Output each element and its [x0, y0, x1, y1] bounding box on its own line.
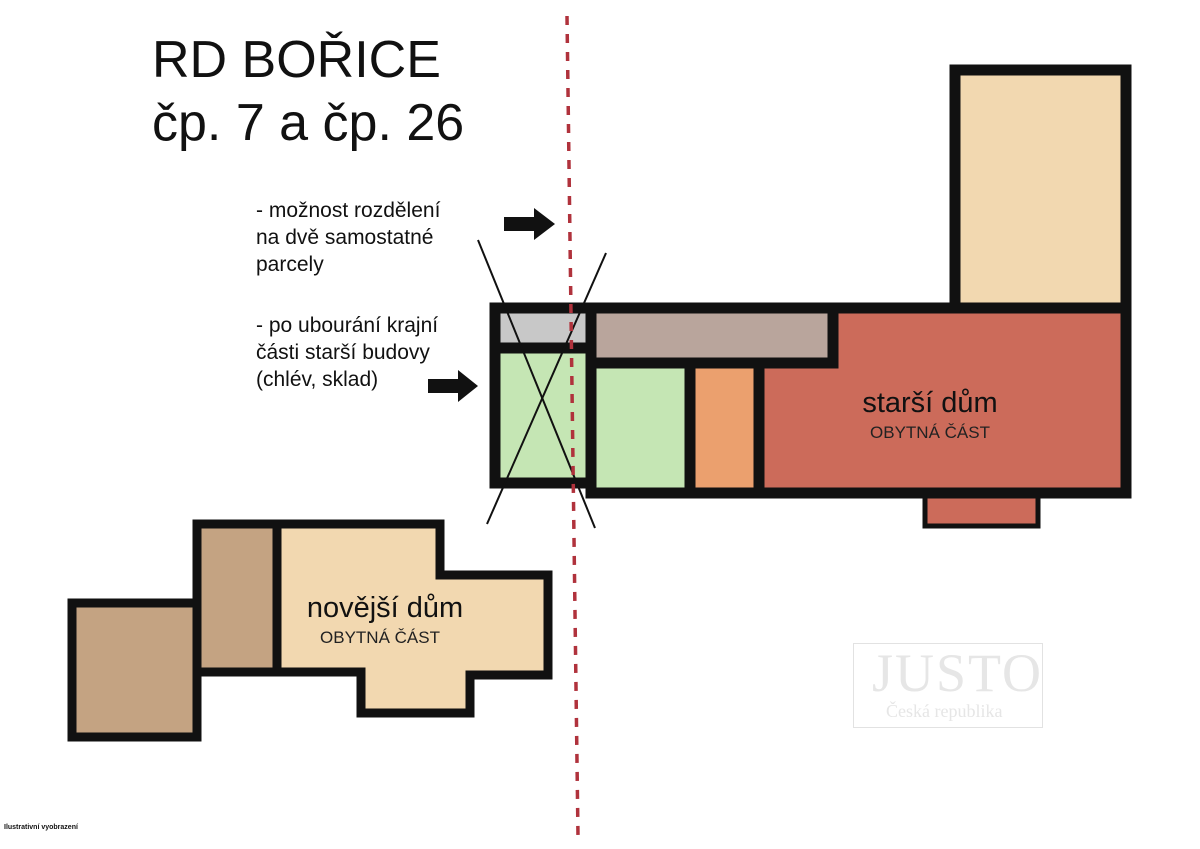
annotation-line: části starší budovy: [256, 341, 430, 364]
older-house-label: starší dům: [862, 387, 998, 419]
arrow-right-icon: [428, 370, 478, 402]
watermark-subtext: Česká republika: [886, 701, 1003, 721]
watermark-text: JUSTO: [872, 643, 1044, 703]
demolition-cross-line: [477, 239, 596, 529]
annotation-line: - možnost rozdělení: [256, 199, 441, 222]
page-subtitle: čp. 7 a čp. 26: [152, 94, 465, 152]
annotation-parcel-split: - možnost rozdělení na dvě samostatné pa…: [256, 197, 440, 278]
newer-house-sublabel: OBYTNÁ ČÁST: [320, 628, 440, 647]
older-house-sublabel: OBYTNÁ ČÁST: [870, 423, 990, 442]
mauve-corridor: [585, 302, 839, 369]
page-title: RD BOŘICE: [152, 31, 441, 89]
demolition-cross-line: [486, 252, 607, 525]
illustrative-footnote: Ilustrativní vyobrazení: [4, 824, 78, 831]
arrow-right-icon: [504, 208, 555, 240]
barn-storage-upper: [489, 302, 597, 354]
green-room: [585, 357, 696, 499]
entrance-porch: [922, 493, 1041, 529]
newer-house-outline: [192, 519, 553, 718]
annotation-line: (chlév, sklad): [256, 368, 379, 391]
annotation-line: parcely: [256, 253, 324, 276]
barn-storage-lower: [489, 342, 597, 489]
annotation-demolition: - po ubourání krajní části starší budovy…: [256, 312, 438, 393]
orange-room: [684, 357, 765, 499]
newer-house-brown-room: [192, 519, 282, 677]
watermark-logo: JUSTO Česká republika: [853, 643, 1043, 728]
newer-house-label: novější dům: [306, 592, 464, 624]
annotation-line: - po ubourání krajní: [256, 314, 439, 337]
newer-house-annex: [67, 598, 202, 742]
annotation-line: na dvě samostatné: [256, 226, 434, 249]
tall-annex-room: [949, 64, 1132, 314]
